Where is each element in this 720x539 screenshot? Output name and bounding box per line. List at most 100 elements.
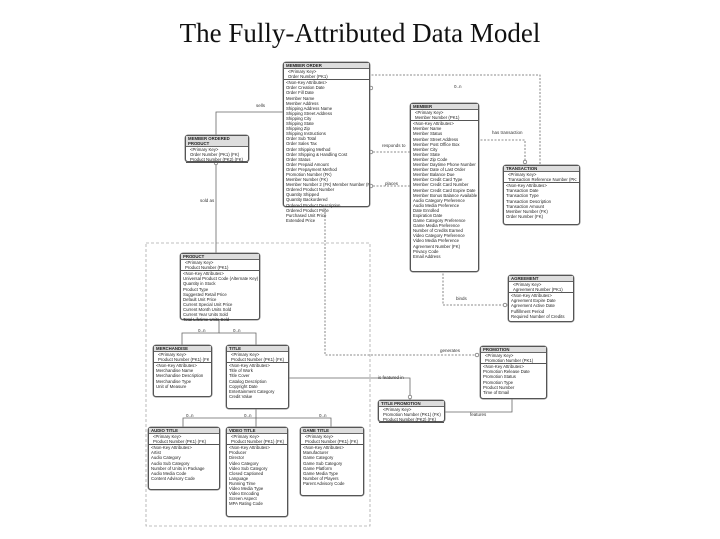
attribute: Video Sub Category: [229, 465, 268, 471]
entity-video-title[interactable]: VIDEO TITLE<Primary Key>Product Number (…: [226, 427, 288, 517]
subtype-label: 0..n: [319, 413, 327, 418]
attribute: Order Prepaid Amount: [286, 161, 329, 167]
rel-label-is-featured-in: is featured in: [378, 375, 404, 380]
attribute: Video Media Preference: [413, 238, 460, 244]
entity-member[interactable]: MEMBER<Primary Key>Member Number (PK1)<N…: [410, 103, 479, 272]
attribute: Copyright Date: [229, 383, 258, 389]
attribute: Order Status: [286, 156, 311, 162]
attribute: Game Media Type: [303, 470, 339, 476]
attribute: Catalog Description: [229, 378, 267, 384]
attribute: Agreement Number (FK): [413, 243, 461, 249]
attribute: Number of Units in Package: [151, 465, 205, 471]
attribute: Transaction Description: [506, 198, 551, 204]
primary-key-heading: <Primary Key>: [190, 147, 219, 153]
rel-label-generates: generates: [440, 348, 461, 353]
entity-transaction[interactable]: TRANSACTION<Primary Key>Transaction Refe…: [503, 165, 580, 225]
attribute: Shipping State: [286, 121, 314, 127]
primary-key-section: <Primary Key>Product Number (PK1) (FK): [227, 434, 287, 446]
entity-product[interactable]: PRODUCT<Primary Key>Product Number (PK1)…: [180, 253, 260, 322]
attribute: Director: [229, 455, 245, 461]
primary-key-attribute: Member Number (PK1): [415, 115, 460, 121]
primary-key-heading: <Primary Key>: [415, 110, 444, 116]
attribute: Time of Email: [483, 389, 510, 395]
primary-key-section: <Primary Key>Product Number (PK1): [181, 260, 259, 272]
primary-key-attribute: Order Number (PK1): [288, 74, 328, 80]
attribute: Entertainment Category: [229, 388, 275, 394]
primary-key-heading: <Primary Key>: [513, 282, 542, 288]
attribute: Ordered Product Number: [286, 187, 335, 193]
attribute: Member Name: [413, 126, 442, 132]
entity-member-order[interactable]: MEMBER ORDER<Primary Key>Order Number (P…: [283, 62, 370, 223]
rel-label-has-transaction: has transaction: [492, 130, 523, 135]
primary-key-heading: <Primary Key>: [383, 407, 412, 413]
primary-key-section: <Primary Key>Product Number (PK1) (FK): [227, 352, 288, 364]
entity-name: AUDIO TITLE: [149, 428, 219, 435]
attribute: Video Encoding: [229, 491, 260, 497]
entity-promotion[interactable]: PROMOTION<Primary Key>Promotion Number (…: [480, 346, 547, 399]
non-key-heading: <Non-Key Attributes>: [229, 445, 270, 451]
entity-member-ordered-product[interactable]: MEMBER ORDERED PRODUCT<Primary Key>Order…: [185, 135, 249, 164]
attribute: Member Address: [286, 100, 319, 106]
primary-key-section: <Primary Key>Product Number (PK1) (FK): [149, 434, 219, 446]
attribute: Merchandise Type: [156, 378, 192, 384]
generates-line: [324, 205, 480, 356]
entity-title-promotion[interactable]: TITLE PROMOTION<Primary Key>Promotion Nu…: [378, 400, 445, 424]
non-key-heading: <Non-Key Attributes>: [506, 183, 547, 189]
subtype-label: 0..n: [198, 328, 206, 333]
primary-key-section: <Primary Key>Agreement Number (PK1): [509, 282, 573, 294]
attribute: Member Zip Code: [413, 156, 448, 162]
attribute: Running Time: [229, 480, 256, 486]
attribute: Member Number 2 (FK) Member Number (FK): [286, 182, 369, 188]
entity-name: PROMOTION: [481, 347, 546, 354]
attribute: Audio Media Code: [151, 470, 187, 476]
attribute: Date Enrolled: [413, 207, 440, 213]
attribute: Member Street Address: [413, 136, 459, 142]
entity-merchandise[interactable]: MERCHANDISE<Primary Key>Product Number (…: [153, 345, 212, 397]
attribute: Member Name: [286, 95, 315, 101]
non-key-heading: <Non-Key Attributes>: [286, 80, 327, 86]
entity-title[interactable]: TITLE<Primary Key>Product Number (PK1) (…: [226, 345, 289, 409]
attribute: Suggested Retail Price: [183, 291, 227, 297]
attribute: Video Category: [229, 460, 259, 466]
title-subtype-line: [219, 332, 257, 345]
entity-name: AGREEMENT: [509, 276, 573, 283]
attribute: Game Media Preference: [413, 223, 460, 229]
primary-key-heading: <Primary Key>: [305, 434, 334, 440]
attribute: Ordered Product Description: [286, 202, 341, 208]
entity-game-title[interactable]: GAME TITLE<Primary Key>Product Number (P…: [300, 427, 364, 496]
attribute: Order Sub Total: [286, 136, 317, 142]
non-key-heading: <Non-Key Attributes>: [151, 445, 192, 451]
attribute: Game Category: [303, 455, 334, 461]
attribute: Shipping Street Address: [286, 110, 333, 116]
attribute: Member City: [413, 146, 438, 152]
attribute: Language: [229, 475, 249, 481]
entity-name: MEMBER ORDER: [284, 63, 369, 70]
has-transaction-line: [477, 139, 526, 165]
attribute: Shipping City: [286, 115, 312, 121]
attribute: Credit Value: [229, 393, 253, 399]
attribute: Extended Price: [286, 217, 316, 223]
attribute: Quantity Shipped: [286, 192, 319, 198]
entity-name: TRANSACTION: [504, 166, 579, 173]
attribute: Order Prepayment Method: [286, 166, 337, 172]
entity-agreement[interactable]: AGREEMENT<Primary Key>Agreement Number (…: [508, 275, 574, 322]
primary-key-section: <Primary Key>Product Number (PK1) (FK): [301, 434, 363, 446]
game-subtype-line: [256, 417, 332, 427]
attribute: Merchandise Name: [156, 368, 194, 374]
attribute: Game Category Preference: [413, 218, 466, 224]
attribute: Producer: [229, 450, 247, 456]
attribute: Shipping Zip: [286, 126, 310, 132]
is-featured-in-line: [287, 377, 411, 400]
primary-key-attribute: Product Number (PK1) (FK): [231, 439, 285, 445]
attribute: Product Type: [183, 286, 209, 292]
entity-audio-title[interactable]: AUDIO TITLE<Primary Key>Product Number (…: [148, 427, 220, 490]
attribute: Member Bonus Balance Available: [413, 192, 478, 198]
primary-key-heading: <Primary Key>: [288, 69, 317, 75]
attribute: Transaction Date: [506, 188, 539, 194]
entity-name: VIDEO TITLE: [227, 428, 287, 435]
attribute: Number of Credits Earned: [413, 228, 463, 234]
attribute: Transaction Type: [506, 193, 539, 199]
entity-name: PRODUCT: [181, 254, 259, 261]
entity-name: MEMBER ORDERED PRODUCT: [186, 136, 248, 148]
attribute: Required Number of Credits: [511, 313, 565, 319]
